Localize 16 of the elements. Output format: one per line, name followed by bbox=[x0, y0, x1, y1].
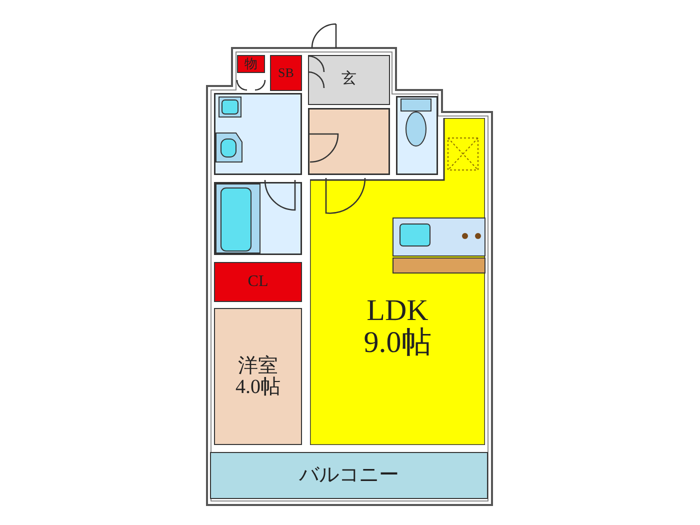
room-label: LDK bbox=[366, 295, 428, 326]
closet bbox=[214, 262, 302, 302]
entrance bbox=[308, 55, 390, 105]
shoe-box bbox=[270, 55, 302, 91]
room-label: バルコニー bbox=[299, 465, 399, 486]
room-label: 9.0帖 bbox=[364, 326, 432, 358]
storage-closet bbox=[237, 55, 265, 73]
balcony bbox=[210, 452, 488, 499]
room-label: 物 bbox=[244, 57, 258, 71]
room-label: 洋室 bbox=[238, 356, 278, 376]
hallway bbox=[308, 108, 390, 175]
room-label: 玄 bbox=[342, 72, 356, 88]
western-room bbox=[214, 308, 302, 445]
room-label: SB bbox=[278, 66, 294, 80]
room-label: 4.0帖 bbox=[236, 376, 280, 398]
room-label: CL bbox=[248, 274, 268, 290]
